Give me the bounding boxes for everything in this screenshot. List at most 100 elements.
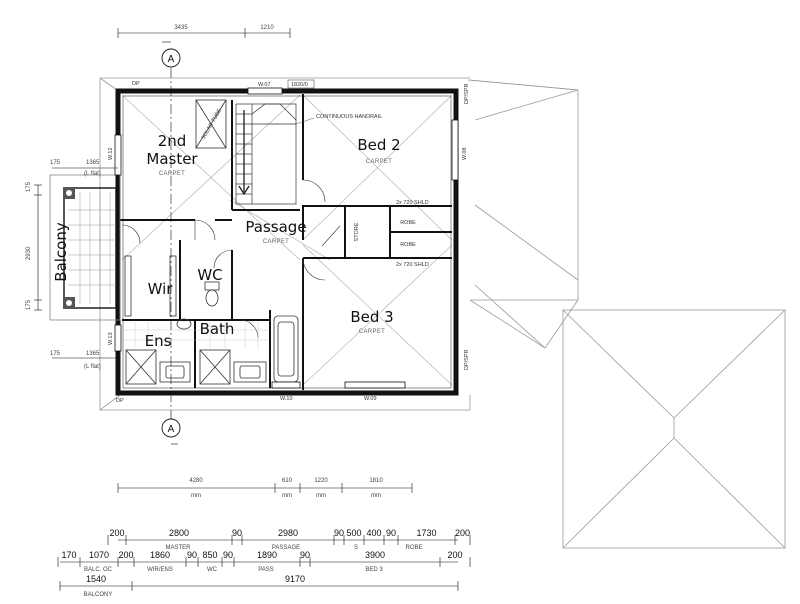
room-bed2-finish: CARPET	[366, 159, 392, 165]
balcony	[49, 174, 121, 321]
room-passage: Passage	[245, 218, 306, 236]
dim-mid-2: 1220	[314, 478, 328, 484]
room-master-finish: CARPET	[159, 171, 185, 177]
room-ens: Ens	[145, 332, 172, 350]
dim-left-ht1: 1365	[86, 160, 100, 166]
windows	[114, 87, 459, 389]
row3-label-1: 9170	[285, 574, 305, 584]
row1-label-2: 90	[232, 528, 242, 538]
dim-mid-sub-1: mm	[282, 493, 292, 499]
row1-label-0: 200	[109, 528, 124, 538]
grid-marker-bottom	[161, 418, 181, 438]
room-balcony: Balcony	[52, 222, 70, 282]
tag-dp-br: DP/SPR	[464, 349, 470, 370]
hip-lines	[121, 94, 453, 386]
dim-left-v1: 2930	[26, 246, 32, 260]
dim-mid-sub-0: mm	[191, 493, 201, 499]
room-bath: Bath	[200, 320, 235, 338]
dim-row2-sub-3: PASS	[258, 567, 274, 573]
store: STORE	[354, 222, 360, 241]
dim-top-1: 1210	[260, 25, 274, 31]
row1-label-6: 400	[366, 528, 381, 538]
tag-w12: W.12	[108, 147, 114, 160]
room-bed2: Bed 2	[357, 136, 400, 154]
dim-row1-sub-0: MASTER	[165, 545, 191, 551]
tag-w07: W.07	[258, 82, 271, 88]
tag-shelf-bot: 2x 720 SHLD	[396, 262, 429, 268]
dim-left-ht2: (L flat)	[84, 171, 101, 177]
dim-left-ht0: 175	[50, 160, 61, 166]
tag-w13: W.13	[108, 332, 114, 345]
row1-label-9: 200	[455, 528, 470, 538]
tag-shelf-top: 2x 720 SHLD	[396, 200, 429, 206]
dims-mid	[117, 483, 413, 493]
row1-label-7: 90	[386, 528, 396, 538]
tags: DP DP DP/SPR DP/SPR W.07 1820/0 W.08 W.0…	[108, 79, 470, 404]
dim-mid-0: 4280	[189, 478, 203, 484]
doors	[121, 179, 341, 339]
dim-row1-sub-3: ROBE	[405, 545, 422, 551]
dim-mid-sub-2: mm	[316, 493, 326, 499]
row1-label-1: 2800	[169, 528, 189, 538]
room-labels: 2nd Master CARPET Bed 2 CARPET Passage C…	[52, 132, 416, 350]
row2-label-4: 90	[187, 550, 197, 560]
dims-top	[117, 28, 291, 38]
row2-label-0: 170	[61, 550, 76, 560]
room-passage-finish: CARPET	[263, 239, 289, 245]
row2-label-3: 1860	[150, 550, 170, 560]
tag-handrail: CONTINUOUS HANDRAIL	[316, 114, 382, 120]
room-bed3-finish: CARPET	[359, 329, 385, 335]
tag-dp-tl: DP	[132, 81, 140, 87]
robe-2: ROBE	[400, 242, 416, 248]
dim-row2-sub-0: BALC. OC	[84, 567, 113, 573]
dims-left	[34, 167, 118, 359]
tag-w10: W.10	[280, 396, 293, 402]
tile-grid	[124, 322, 268, 348]
row1-label-5: 500	[346, 528, 361, 538]
grid-marker-top-label: A	[168, 54, 175, 65]
row2-label-1: 1070	[89, 550, 109, 560]
dim-left-v2: 175	[26, 299, 32, 310]
row2-label-8: 90	[300, 550, 310, 560]
room-master-line1: 2nd	[158, 132, 187, 150]
fixtures	[124, 99, 299, 385]
roof-outline	[99, 77, 786, 549]
dim-top-0: 3435	[174, 25, 188, 31]
room-wir: Wir	[148, 280, 174, 298]
dim-row1-sub-2: S	[354, 545, 358, 551]
grid-marker-bottom-label: A	[168, 424, 175, 435]
ens-shower	[125, 349, 157, 385]
interior-walls	[120, 94, 452, 390]
ens-vanity	[159, 361, 191, 383]
stair	[235, 103, 297, 205]
dim-row1-sub-1: PASSAGE	[272, 545, 300, 551]
dim-row2-sub-4: BED 3	[365, 567, 383, 573]
dim-left-v0: 175	[26, 181, 32, 192]
dim-mid-1: 610	[282, 478, 293, 484]
dim-row2-sub-1: WIR/ENS	[147, 567, 173, 573]
row1-label-4: 90	[334, 528, 344, 538]
tag-dp-tr: DP/SPR	[464, 83, 470, 104]
row1-label-8: 1730	[416, 528, 436, 538]
dims-bottom-lines	[60, 539, 458, 587]
dim-left-hb0: 175	[50, 351, 61, 357]
dim-left-hb2: (L flat)	[84, 364, 101, 370]
row2-label-9: 3900	[365, 550, 385, 560]
tag-box-top: 1820/0	[291, 82, 308, 88]
tag-w09: W.09	[364, 396, 377, 402]
row2-label-7: 1890	[257, 550, 277, 560]
grid-marker-top	[161, 48, 181, 68]
row3-label-0: 1540	[86, 574, 106, 584]
bath-vanity	[233, 361, 267, 383]
row2-label-6: 90	[223, 550, 233, 560]
row2-label-10: 200	[447, 550, 462, 560]
row2-label-2: 200	[118, 550, 133, 560]
dim-left-hb1: 1365	[86, 351, 100, 357]
ens-toilet	[176, 318, 192, 330]
row1-label-3: 2980	[278, 528, 298, 538]
dim-mid-3: 1810	[369, 478, 383, 484]
dim-mid-sub-3: mm	[371, 493, 381, 499]
